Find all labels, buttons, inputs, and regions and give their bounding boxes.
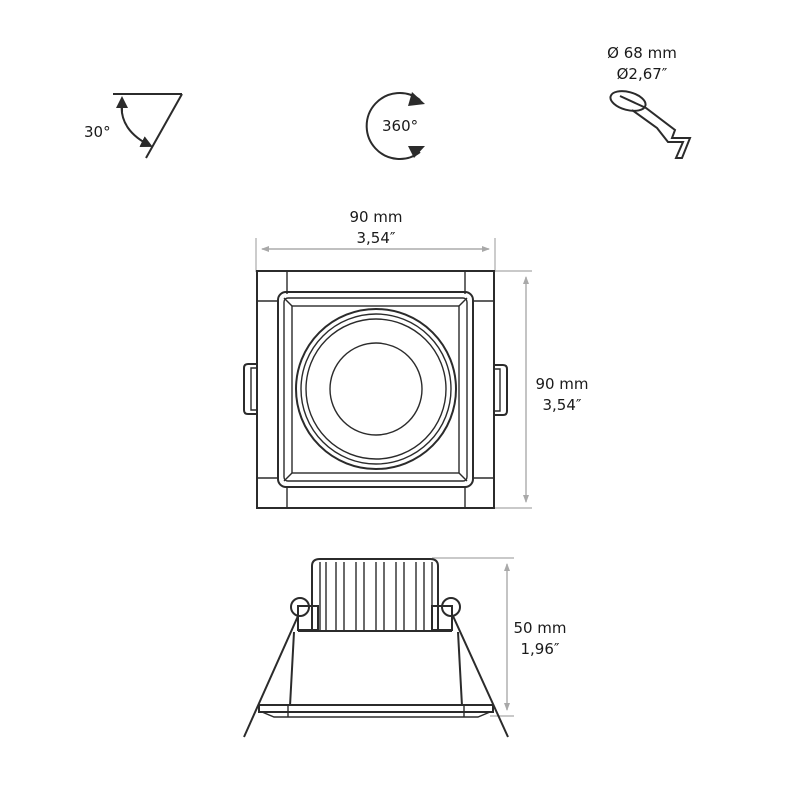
rotation-icon bbox=[365, 92, 425, 160]
top-width-dimension bbox=[255, 238, 496, 272]
side-view bbox=[243, 558, 509, 738]
top-height-mm: 90 mm bbox=[535, 375, 589, 393]
tilt-angle-icon bbox=[113, 93, 183, 159]
cutout-diameter-mm: Ø 68 mm bbox=[607, 44, 677, 62]
cutout-diameter-in: Ø2,67″ bbox=[616, 65, 668, 83]
top-height-in: 3,54″ bbox=[542, 396, 582, 414]
top-width-in: 3,54″ bbox=[356, 229, 396, 247]
side-height-in: 1,96″ bbox=[520, 640, 560, 658]
rotation-label: 360° bbox=[382, 117, 419, 135]
top-height-dimension bbox=[470, 270, 532, 509]
cutout-diameter-icon bbox=[609, 90, 692, 159]
side-height-mm: 50 mm bbox=[513, 619, 567, 637]
tilt-angle-label: 30° bbox=[84, 123, 111, 141]
side-height-dimension bbox=[432, 557, 514, 717]
top-view bbox=[243, 270, 508, 509]
top-width-mm: 90 mm bbox=[349, 208, 403, 226]
